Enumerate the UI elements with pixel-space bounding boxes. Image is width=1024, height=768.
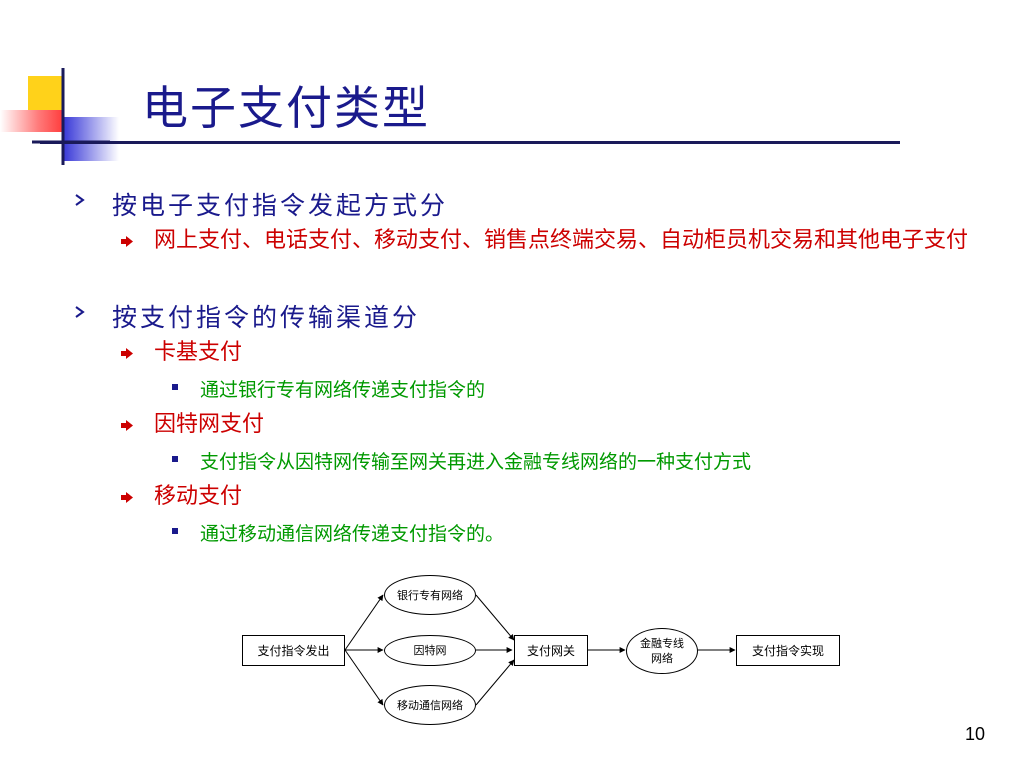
outline-subitem-label: 移动支付 <box>154 484 243 509</box>
outline-item-label: 按电子支付指令发起方式分 <box>112 191 449 220</box>
red-arrow-bullet-icon <box>121 348 133 359</box>
outline-detail-label: 支付指令从因特网传输至网关再进入金融专线网络的一种支付方式 <box>200 451 752 473</box>
decorative-logo <box>0 68 119 165</box>
slide-title: 电子支付类型 <box>142 81 430 135</box>
square-bullet-icon <box>172 384 178 390</box>
outline-subitem-label: 因特网支付 <box>154 412 265 437</box>
outline-detail-label: 通过银行专有网络传递支付指令的 <box>200 379 486 401</box>
red-arrow-bullet-icon <box>121 236 133 247</box>
node-payment-gateway: 支付网关 <box>514 635 588 666</box>
red-arrow-bullet-icon <box>121 420 133 431</box>
node-payment-completed: 支付指令实现 <box>736 635 840 666</box>
square-bullet-icon <box>172 456 178 462</box>
outline-subitem-label: 网上支付、电话支付、移动支付、销售点终端交易、自动柜员机交易和其他电子支付 <box>154 228 969 253</box>
payment-flow-diagram: 支付指令发出 银行专有网络 因特网 移动通信网络 支付网关 金融专线网络 支付指… <box>238 573 848 725</box>
outline-subitem-label: 卡基支付 <box>154 340 243 365</box>
red-arrow-bullet-icon <box>121 492 133 503</box>
arrow-start-to-bank <box>344 594 384 651</box>
arrow-bullet-icon <box>75 194 85 206</box>
page-number: 10 <box>965 724 986 744</box>
outline-item-label: 按支付指令的传输渠道分 <box>112 303 421 332</box>
arrow-bullet-icon <box>75 306 85 318</box>
node-bank-network: 银行专有网络 <box>384 575 476 615</box>
arrow-bank-to-gateway <box>475 594 515 641</box>
title-underline <box>40 141 900 144</box>
node-mobile-network: 移动通信网络 <box>384 685 476 725</box>
node-internet: 因特网 <box>384 635 476 666</box>
arrow-mobile-to-gateway <box>475 659 515 706</box>
outline-detail-label: 通过移动通信网络传递支付指令的。 <box>200 523 505 545</box>
square-bullet-icon <box>172 528 178 534</box>
arrow-start-to-mobile <box>344 649 384 706</box>
node-payment-initiated: 支付指令发出 <box>242 635 345 666</box>
flow-connectors <box>344 594 736 706</box>
node-finance-line: 金融专线网络 <box>626 628 698 674</box>
